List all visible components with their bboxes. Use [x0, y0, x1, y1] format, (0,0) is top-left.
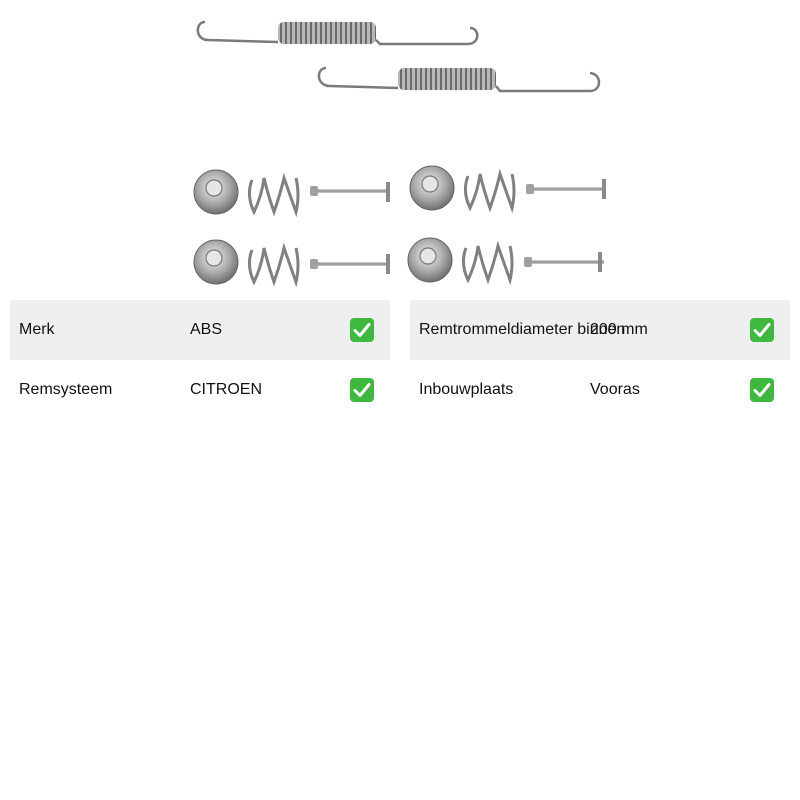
spec-value: CITROEN [190, 381, 262, 398]
check-mark-icon [350, 378, 374, 402]
spec-row-inbouwplaats: Inbouwplaats Vooras [410, 360, 790, 420]
spec-row-remsysteem: Remsysteem CITROEN [10, 360, 390, 420]
spec-value: Vooras [590, 381, 640, 398]
check-mark-icon [750, 318, 774, 342]
spec-label: Merk [19, 321, 55, 338]
return-spring-lower [317, 66, 601, 93]
spec-value: 200 mm [590, 321, 648, 338]
hold-down-set-2 [409, 165, 606, 214]
hold-down-set-4 [407, 237, 604, 286]
spec-table-left: Merk ABS Remsysteem CITROEN [10, 300, 390, 420]
hold-down-set-1 [193, 169, 390, 218]
check-mark-icon [350, 318, 374, 342]
spec-row-remtrommeldiameter: Remtrommeldiameter binnen 200 mm [410, 300, 790, 360]
return-spring-upper [196, 20, 479, 46]
spec-label: Inbouwplaats [419, 381, 514, 398]
product-image [193, 20, 606, 288]
spec-label: Remsysteem [19, 381, 113, 398]
spec-row-merk: Merk ABS [10, 300, 390, 360]
spec-value: ABS [190, 321, 223, 338]
hold-down-set-3 [193, 239, 390, 288]
spec-label: Remtrommeldiameter binnen [419, 321, 626, 338]
spec-table-right: Remtrommeldiameter binnen 200 mm Inbouwp… [410, 300, 790, 420]
check-mark-icon [750, 378, 774, 402]
